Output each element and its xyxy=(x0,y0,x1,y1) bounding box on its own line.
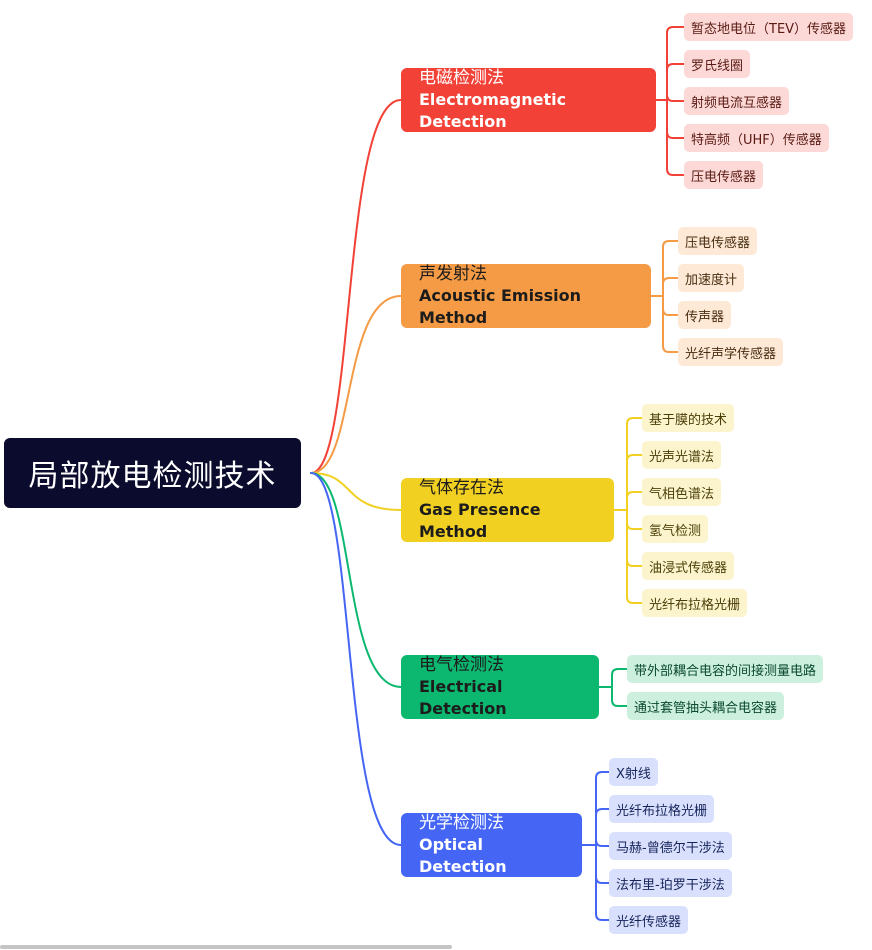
root-to-branch-line xyxy=(310,99,402,474)
branch-title-en: Electromagnetic Detection xyxy=(419,90,567,131)
leaf-topic[interactable]: 压电传感器 xyxy=(678,227,758,255)
leaf-topic[interactable]: 特高频（UHF）传感器 xyxy=(684,124,829,152)
root-to-branch-line xyxy=(310,472,402,511)
leaf-topic[interactable]: 压电传感器 xyxy=(684,161,764,189)
branch-to-leaf-line xyxy=(658,295,679,316)
leaf-topic[interactable]: 氢气检测 xyxy=(642,515,709,543)
leaf-topic[interactable]: 暂态地电位（TEV）传感器 xyxy=(684,13,854,41)
branch-to-leaf-line xyxy=(621,509,643,567)
branch-to-leaf-line xyxy=(663,99,685,176)
leaf-topic[interactable]: 通过套管抽头耦合电容器 xyxy=(627,692,785,720)
branch-electromagnetic-detection[interactable]: 电磁检测法 Electromagnetic Detection xyxy=(401,68,656,132)
leaf-topic[interactable]: X射线 xyxy=(609,758,658,786)
branch-to-leaf-line xyxy=(658,295,679,353)
branch-to-leaf-line xyxy=(658,277,679,297)
leaf-topic[interactable]: 射频电流互感器 xyxy=(684,87,790,115)
leaf-topic[interactable]: 马赫-曾德尔干涉法 xyxy=(609,832,732,860)
root-to-branch-line xyxy=(310,472,402,846)
leaf-topic[interactable]: 传声器 xyxy=(678,301,732,329)
branch-electrical-detection[interactable]: 电气检测法 Electrical Detection xyxy=(401,655,599,719)
branch-to-leaf-line xyxy=(606,686,628,707)
branch-title-zh: 电气检测法 xyxy=(419,655,504,675)
leaf-topic[interactable]: 光纤布拉格光栅 xyxy=(642,589,748,617)
leaf-topic[interactable]: 油浸式传感器 xyxy=(642,552,735,580)
root-to-branch-line xyxy=(310,472,402,688)
root-topic-label: 局部放电检测技术 xyxy=(28,459,277,494)
leaf-topic[interactable]: 罗氏线圈 xyxy=(684,50,751,78)
leaf-topic[interactable]: 光纤布拉格光栅 xyxy=(609,795,715,823)
branch-title-en: Optical Detection xyxy=(419,835,507,876)
branch-to-leaf-line xyxy=(589,844,610,884)
root-to-branch-line xyxy=(310,295,402,474)
branch-acoustic-emission-method[interactable]: 声发射法 Acoustic Emission Method xyxy=(401,264,651,328)
horizontal-scrollbar[interactable] xyxy=(0,945,452,949)
leaf-topic[interactable]: 光声光谱法 xyxy=(642,441,722,469)
root-topic[interactable]: 局部放电检测技术 xyxy=(4,438,301,508)
branch-to-leaf-line xyxy=(589,771,610,846)
branch-optical-detection[interactable]: 光学检测法 Optical Detection xyxy=(401,813,582,877)
branch-title-zh: 声发射法 xyxy=(419,264,487,284)
branch-title-zh: 光学检测法 xyxy=(419,813,504,833)
leaf-topic[interactable]: 带外部耦合电容的间接测量电路 xyxy=(627,655,824,683)
branch-to-leaf-line xyxy=(606,668,628,688)
branch-to-leaf-line xyxy=(621,454,643,511)
branch-to-leaf-line xyxy=(589,808,610,846)
leaf-topic[interactable]: 基于膜的技术 xyxy=(642,404,735,432)
leaf-topic[interactable]: 气相色谱法 xyxy=(642,478,722,506)
leaf-topic[interactable]: 法布里-珀罗干涉法 xyxy=(609,869,732,897)
branch-to-leaf-line xyxy=(663,94,685,102)
branch-to-leaf-line xyxy=(663,26,685,101)
branch-to-leaf-line xyxy=(589,839,610,847)
branch-to-leaf-line xyxy=(621,491,643,511)
branch-to-leaf-line xyxy=(621,417,643,511)
branch-title-zh: 气体存在法 xyxy=(419,478,504,498)
leaf-topic[interactable]: 光纤声学传感器 xyxy=(678,338,784,366)
branch-title-en: Gas Presence Method xyxy=(419,500,541,541)
branch-gas-presence-method[interactable]: 气体存在法 Gas Presence Method xyxy=(401,478,614,542)
branch-to-leaf-line xyxy=(621,509,643,530)
branch-to-leaf-line xyxy=(658,240,679,297)
branch-to-leaf-line xyxy=(663,63,685,101)
branch-to-leaf-line xyxy=(589,844,610,921)
leaf-topic[interactable]: 光纤传感器 xyxy=(609,906,689,934)
branch-title-en: Acoustic Emission Method xyxy=(419,286,581,327)
leaf-topic[interactable]: 加速度计 xyxy=(678,264,745,292)
branch-to-leaf-line xyxy=(621,509,643,604)
branch-title-en: Electrical Detection xyxy=(419,677,507,718)
branch-title-zh: 电磁检测法 xyxy=(419,68,504,88)
